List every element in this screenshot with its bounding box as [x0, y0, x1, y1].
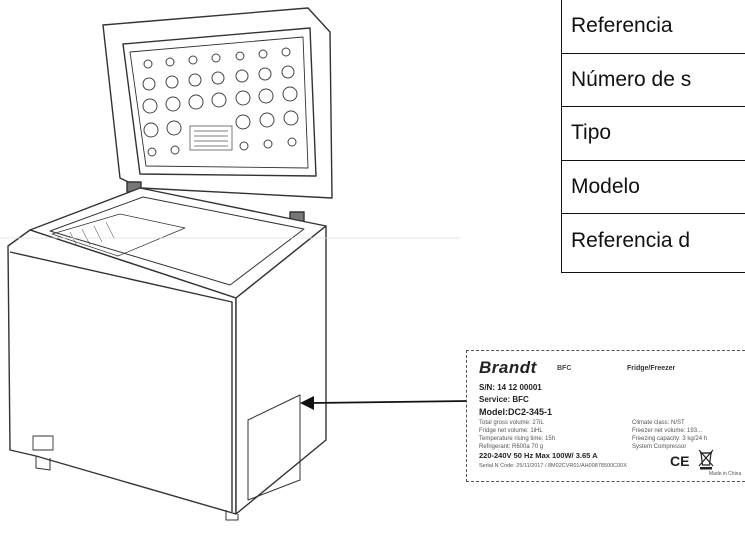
power-rating: 220-240V 50 Hz Max 100W/ 3.65 A — [479, 451, 598, 460]
reference-row: Referencia — [562, 0, 745, 54]
spec-line: Fridge net volume: 1iHL — [479, 428, 543, 434]
model-row: Modelo — [562, 161, 745, 215]
spec-line: Refrigerant: R600a 70 g — [479, 444, 544, 450]
reference-d-row: Referencia d — [562, 214, 745, 268]
spec-line: Total gross volume: 27iL — [479, 420, 544, 426]
spec-line-right: Freezing capacity: 3 kg/24 h — [632, 436, 708, 442]
model-number: Model:DC2-345-1 — [479, 407, 553, 417]
ce-mark: CE — [670, 453, 690, 469]
spec-line-right: Climate class: N/ST — [632, 420, 685, 426]
chest-freezer-illustration — [0, 7, 460, 521]
freezer-side — [235, 225, 327, 515]
type-label: Tipo — [571, 121, 612, 145]
service-code: Service: BFC — [479, 395, 529, 404]
serial-number-row: Número de s — [562, 54, 745, 108]
type-row: Tipo — [562, 107, 745, 161]
rating-label-card: Brandt BFC Fridge/Freezer S/N: 14 12 000… — [466, 350, 745, 482]
weee-bin-icon — [698, 449, 714, 470]
serial-code: Serial N Code: 25/11/2017 / 8M02CVR01/AH… — [479, 463, 627, 469]
reference-d-label: Referencia d — [571, 229, 691, 253]
made-in-text: Made in China — [709, 471, 742, 477]
spec-line-right: Freezer net volume: 193... — [632, 428, 703, 434]
spec-line-right: System Compressor — [632, 444, 687, 450]
spec-line: Temperature rising time: 15h — [479, 436, 556, 442]
brand-logo: Brandt — [479, 358, 537, 377]
reference-label: Referencia — [571, 14, 673, 38]
reference-table: Referencia Número de s Tipo Modelo Refer… — [561, 0, 745, 273]
serial-number-label: Número de s — [571, 67, 692, 91]
freezer-lid — [102, 7, 333, 199]
product-type: Fridge/Freezer — [627, 365, 676, 372]
arrow-left-icon — [300, 396, 469, 410]
model-label: Modelo — [571, 175, 640, 199]
brand-sub: BFC — [557, 365, 572, 372]
serial-number: S/N: 14 12 00001 — [479, 383, 542, 392]
